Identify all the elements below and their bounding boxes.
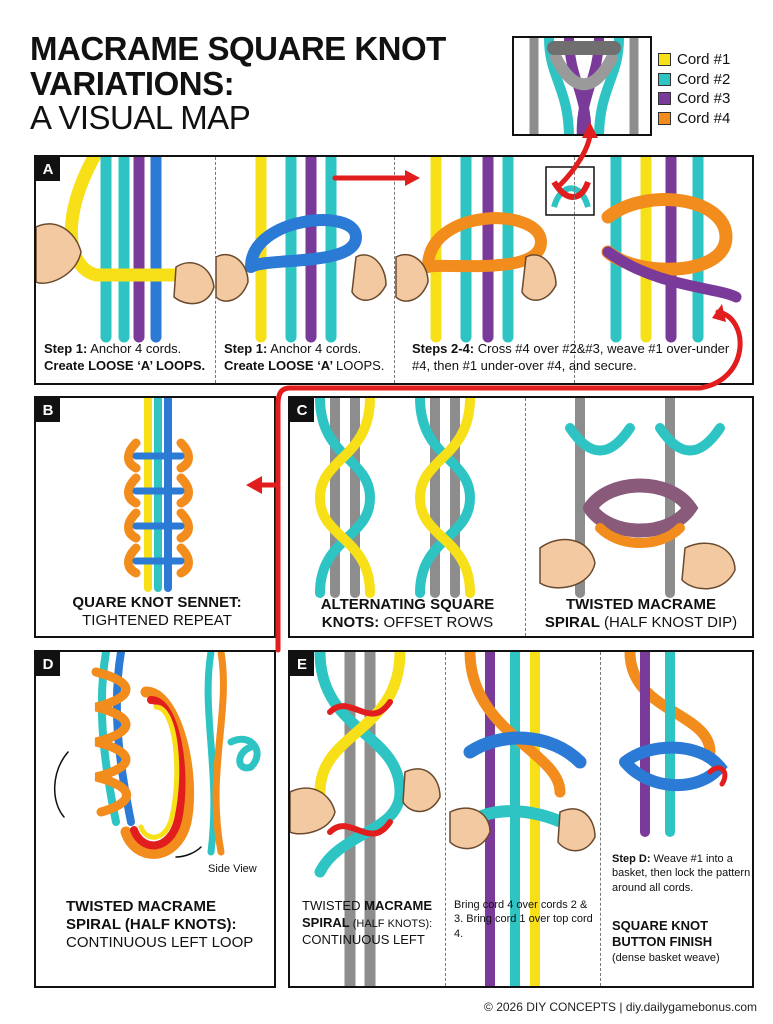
legend-item: Cord #4 [658, 109, 768, 129]
panel-divider [574, 157, 575, 383]
panel-b-title: QUARE KNOT SENNET: TIGHTENED REPEAT [72, 594, 242, 629]
panel-d: D Side View TWISTED MACRAME SPIRAL (HALF… [34, 650, 276, 988]
panel-badge-d: D [36, 652, 60, 676]
footer-credit: © 2026 DIY CONCEPTS | diy.dailygamebonus… [484, 1000, 757, 1014]
panel-c-right-title: TWISTED MACRAME SPIRAL (HALF KNOST DIP) [544, 596, 738, 631]
thumbnail-cords [529, 38, 639, 134]
panel-d-illustration [53, 652, 261, 859]
title-line-3: A VISUAL MAP [30, 99, 251, 137]
legend-swatch [658, 53, 671, 67]
legend-item: Cord #3 [658, 89, 768, 109]
panel-divider [394, 157, 395, 383]
panel-e-finish-title: SQUARE KNOT BUTTON FINISH (dense basket … [612, 918, 720, 965]
panel-divider [600, 652, 601, 986]
legend-swatch [658, 111, 671, 125]
panel-d-side-view-label: Side View [208, 863, 257, 875]
panel-a-illustration [36, 157, 742, 343]
panel-a-steps24-caption: Steps 2-4: Cross #4 over #2&#3, weave #1… [412, 341, 730, 373]
panel-badge-b: B [36, 398, 60, 422]
panel-divider [525, 398, 526, 636]
panel-a-step1-caption: Step 1: Anchor 4 cords. Create LOOSE ‘A’… [44, 341, 206, 373]
legend-item: Cord #2 [658, 70, 768, 90]
legend-label: Cord #1 [677, 51, 731, 69]
title-line-1: MACRAME SQUARE KNOT [30, 30, 446, 67]
panel-d-title: TWISTED MACRAME SPIRAL (HALF KNOTS): CON… [66, 898, 254, 951]
legend-swatch [658, 92, 671, 106]
panel-e: E TWISTED MACR [288, 650, 754, 988]
color-legend: Cord #1 Cord #2 Cord #3 Cord #4 [658, 50, 768, 128]
panel-badge-c: C [290, 398, 314, 422]
panel-c-left-title: ALTERNATING SQUARE KNOTS: OFFSET ROWS [320, 596, 495, 631]
panel-badge-a: A [36, 157, 60, 181]
panel-a: A [34, 155, 754, 385]
legend-swatch [658, 72, 671, 86]
page-title: MACRAME SQUARE KNOT VARIATIONS: A VISUAL… [30, 30, 500, 137]
thumbnail-illustration [512, 36, 652, 136]
panel-badge-e: E [290, 652, 314, 676]
panel-e-caption-2: Bring cord 4 over cords 2 & 3. Bring cor… [454, 899, 593, 940]
panel-b-illustration [124, 398, 193, 592]
panel-a-step1-caption-2: Step 1: Anchor 4 cords. Create LOOSE ‘A’… [224, 341, 385, 373]
legend-label: Cord #4 [677, 109, 731, 127]
title-line-2: VARIATIONS: [30, 64, 235, 102]
panel-e-caption-1: TWISTED MACRAME SPIRAL (HALF KNOTS): CON… [302, 898, 433, 947]
panel-e-illustration [290, 652, 728, 986]
panel-c: C ALTERNATING SQUARE KNOTS: OFFSET ROWS [288, 396, 754, 638]
legend-label: Cord #3 [677, 90, 731, 108]
panel-divider [215, 157, 216, 383]
legend-label: Cord #2 [677, 70, 731, 88]
legend-item: Cord #1 [658, 50, 768, 70]
panel-e-caption-3: Step D: Weave #1 into a basket, then loc… [612, 853, 751, 894]
panel-divider [445, 652, 446, 986]
panel-b: B QUARE KNOT SENNET: TIGHTENED REPEAT [34, 396, 276, 638]
